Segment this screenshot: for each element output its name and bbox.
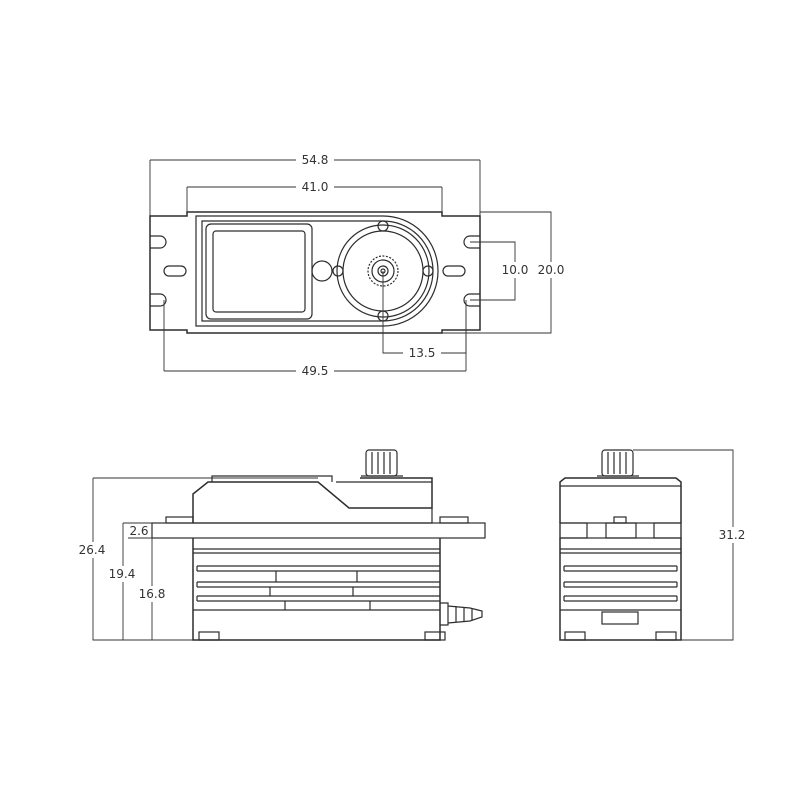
side-view-top-cover-edge — [211, 475, 432, 483]
dim-width: 20.0 — [442, 211, 569, 334]
dim-tab-thickness-label: 2.6 — [129, 524, 148, 538]
side-view-output-spline — [365, 449, 398, 477]
top-view-left-mount-slot — [163, 265, 187, 277]
end-view-output-spline — [601, 449, 634, 477]
end-view-tab-center-block — [605, 522, 637, 539]
top-view-label-window — [205, 223, 313, 320]
dim-case-length: 41.0 — [186, 179, 443, 212]
dim-mount-hole-gap-label: 10.0 — [502, 263, 529, 277]
top-view-right-mount-slot — [442, 265, 466, 277]
top-view-output-spline — [367, 255, 399, 287]
end-view-cooling-fins — [560, 548, 681, 611]
top-view-ring-notch-left — [332, 265, 344, 277]
side-view: 26.4 19.4 16.8 2.6 — [73, 449, 486, 641]
dim-lower-case-height: 16.8 — [133, 538, 171, 640]
top-view-mounting-flange — [149, 211, 481, 334]
side-view-top-cover — [192, 477, 433, 523]
end-view: 31.2 — [559, 449, 751, 641]
end-view-case — [559, 538, 682, 641]
top-view: 54.8 41.0 49.5 13.5 10.0 — [149, 152, 569, 379]
dim-total-height: 26.4 — [73, 477, 318, 641]
dim-overall-height-label: 31.2 — [719, 528, 746, 542]
side-view-mounting-tab — [151, 522, 486, 539]
side-view-tab-left-lip — [165, 516, 194, 524]
top-view-right-mount-hole-bottom — [463, 293, 480, 307]
end-view-spline-teeth — [597, 452, 639, 477]
end-view-tab-right-block — [653, 522, 682, 539]
end-view-foot-left — [564, 631, 586, 641]
side-view-foot-left — [198, 631, 220, 641]
side-view-foot-right — [424, 631, 446, 641]
side-view-spline-teeth — [361, 452, 403, 477]
top-view-left-mount-hole-bottom — [150, 293, 167, 307]
dim-output-shaft-offset-label: 13.5 — [409, 346, 436, 360]
top-view-case-screw — [311, 260, 333, 282]
side-view-top-cover-bottom — [193, 508, 433, 524]
dim-tab-thickness: 2.6 — [127, 522, 152, 539]
side-view-cable-exit — [440, 602, 483, 626]
end-view-foot-right — [655, 631, 677, 641]
top-view-ring-notch-right — [422, 265, 434, 277]
top-view-ring-notch-top — [377, 220, 389, 232]
side-view-middle-case — [192, 538, 441, 641]
dim-mount-hole-spacing-label: 49.5 — [302, 364, 329, 378]
dim-tab-height-label: 19.4 — [109, 567, 136, 581]
top-view-left-mount-hole-top — [150, 235, 167, 249]
dim-case-length-label: 41.0 — [302, 180, 329, 194]
end-view-top-cover — [559, 477, 682, 523]
top-view-label-window-inner — [212, 230, 306, 313]
dim-total-height-label: 26.4 — [79, 543, 106, 557]
end-view-mounting-tab — [559, 522, 682, 539]
dim-lower-case-height-label: 16.8 — [139, 587, 166, 601]
dim-mount-hole-gap: 10.0 — [470, 241, 533, 301]
end-view-tab-center-nub — [613, 516, 627, 524]
side-view-tab-right-lip — [439, 516, 469, 524]
top-view-right-mount-hole-top — [463, 235, 480, 249]
dim-overall-length-label: 54.8 — [302, 153, 329, 167]
dim-overall-length: 54.8 — [149, 152, 481, 216]
end-view-cable-port — [601, 611, 639, 625]
end-view-tab-left-block — [559, 522, 588, 539]
dim-output-shaft-offset: 13.5 — [382, 271, 467, 361]
dim-tab-height: 19.4 — [103, 522, 152, 640]
dim-width-label: 20.0 — [538, 263, 565, 277]
dim-overall-height: 31.2 — [633, 449, 751, 641]
top-view-case-outline — [195, 215, 439, 327]
side-view-cooling-fins — [193, 548, 440, 611]
